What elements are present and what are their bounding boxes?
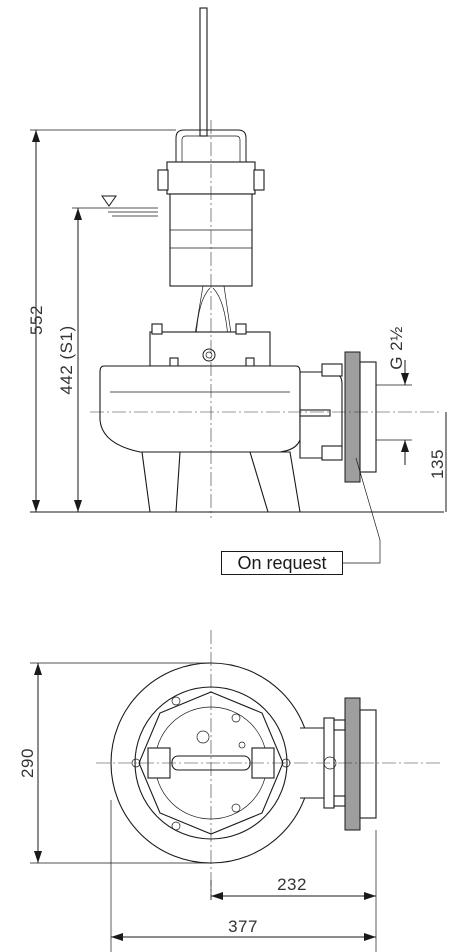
bolt-icon: [171, 696, 181, 706]
plan-view: 290 232 377: [18, 630, 440, 952]
power-cable: [199, 7, 208, 137]
outlet-flange-option: [344, 351, 361, 483]
dim-overall-length: 377: [228, 917, 258, 936]
dim-overall-height: 552: [27, 305, 46, 335]
foot-right: [249, 451, 301, 513]
dim-plan-width: 290: [18, 748, 37, 778]
bolt-icon: [231, 713, 241, 723]
dim-water-level: 442 (S1): [57, 325, 76, 394]
foot-left: [141, 451, 181, 513]
dim-outlet-offset: 232: [277, 875, 307, 894]
dim-outlet-height: 135: [428, 449, 447, 479]
outlet-counter-flange: [359, 361, 377, 473]
note-leader: [343, 457, 381, 564]
oil-plug-icon: [202, 348, 216, 362]
dim-outlet-thread: G 2½: [387, 326, 406, 370]
pump-housing: [99, 365, 301, 453]
side-view: 552 442 (S1) G 2½ 135: [27, 7, 447, 564]
water-level-icon: [101, 195, 117, 207]
bolt-icon: [171, 821, 181, 831]
bolt-icon: [231, 803, 241, 813]
cable-gland-icon: [196, 730, 210, 744]
outlet-flange-plan: [344, 697, 361, 831]
on-request-note: On request: [221, 551, 343, 575]
